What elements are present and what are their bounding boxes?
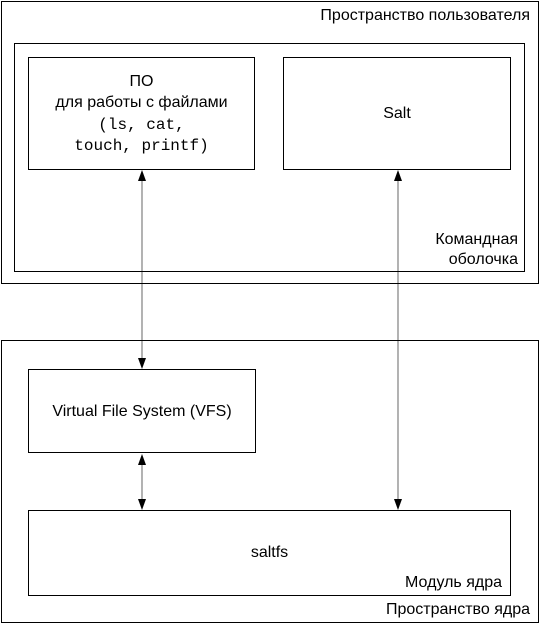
arrow-file-tools-vfs [138,170,146,369]
vfs-label: Virtual File System (VFS) [52,403,232,420]
kernel-space-label: Пространство ядра [385,601,530,618]
file-tools-line4: touch, printf) [74,137,209,155]
shell-label-line1: Командная [435,231,518,248]
file-tools-line3: (ls, cat, [98,116,185,134]
kernel-module-box [28,510,511,596]
salt-label: Salt [383,105,411,122]
kernel-module-name: saltfs [250,544,289,561]
file-tools-line1: ПО [129,73,154,90]
vfs-box [28,369,256,453]
arrow-salt-saltfs [394,170,402,510]
salt-box [283,57,511,170]
file-tools-line2: для работы с файлами [55,94,228,111]
kernel-module-label: Модуль ядра [405,574,502,591]
shell-label-line2: оболочка [448,251,518,268]
arrow-vfs-saltfs [138,454,146,510]
user-space-label: Пространство пользователя [320,7,530,24]
file-tools-box [28,57,255,170]
